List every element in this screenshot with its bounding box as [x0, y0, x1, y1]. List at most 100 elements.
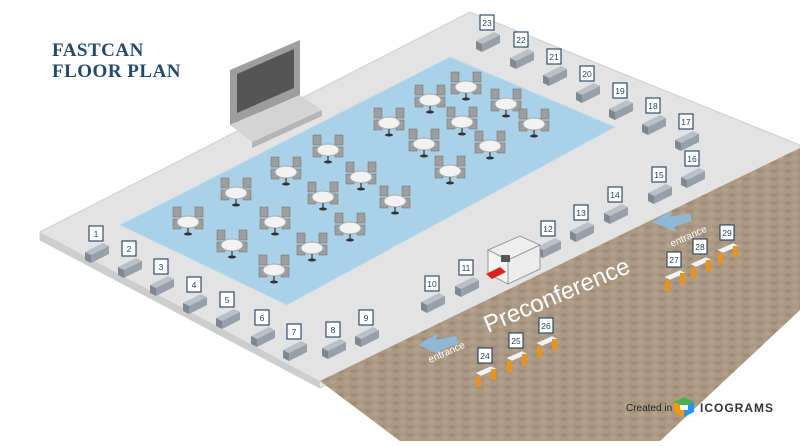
booth-22[interactable]: 22	[510, 31, 534, 69]
round-table	[345, 161, 377, 191]
booth-24[interactable]: 24	[474, 347, 498, 387]
booth-5[interactable]: 5	[216, 291, 240, 329]
chair	[307, 181, 317, 193]
table-top	[412, 137, 436, 151]
table-top	[454, 80, 478, 94]
table-top	[224, 186, 248, 200]
chair	[408, 128, 418, 140]
booth-number: 12	[543, 224, 553, 234]
booth-11[interactable]: 11	[455, 259, 479, 297]
booth-17[interactable]: 17	[675, 113, 699, 151]
booth-10[interactable]: 10	[421, 275, 445, 313]
chair	[373, 107, 383, 119]
booth-8[interactable]: 8	[322, 321, 346, 359]
booth-9[interactable]: 9	[355, 309, 379, 347]
booth-sign	[538, 317, 554, 334]
booth-7[interactable]: 7	[283, 323, 307, 361]
chair	[334, 212, 344, 224]
table-top	[176, 215, 200, 229]
booth-21[interactable]: 21	[543, 48, 567, 86]
booth-1[interactable]: 1	[85, 225, 109, 263]
chair	[242, 177, 252, 189]
booth-number: 10	[427, 279, 437, 289]
chair	[292, 156, 302, 168]
booth-number: 6	[260, 313, 265, 323]
chair	[434, 155, 444, 167]
table-top	[438, 164, 462, 178]
booth-number: 22	[516, 35, 526, 45]
booth-number: 8	[331, 325, 336, 335]
booth-13[interactable]: 13	[570, 204, 594, 242]
booth-20[interactable]: 20	[576, 65, 600, 103]
chair	[450, 71, 460, 83]
booth-4[interactable]: 4	[183, 276, 207, 314]
booth-sign	[186, 276, 202, 293]
chair	[318, 232, 328, 244]
chair	[367, 161, 377, 173]
booth-23[interactable]: 23	[476, 14, 500, 52]
booth-sign	[358, 309, 374, 326]
round-table	[446, 106, 478, 136]
booth-29[interactable]: 29	[716, 224, 740, 264]
round-table	[334, 212, 366, 242]
table-top	[263, 215, 287, 229]
round-table	[379, 185, 411, 215]
chair	[512, 88, 522, 100]
table-top	[478, 139, 502, 153]
booth-sign	[458, 259, 474, 276]
entrance-arrow-bottom	[418, 333, 458, 355]
icograms-brand-label[interactable]: ICOGRAMS	[700, 401, 774, 415]
booth-2[interactable]: 2	[118, 240, 142, 278]
chair	[468, 106, 478, 118]
icograms-logo-icon[interactable]	[673, 396, 695, 418]
booth-number: 2	[127, 244, 132, 254]
booth-number: 15	[654, 170, 664, 180]
booth-number: 21	[549, 52, 559, 62]
chair	[259, 206, 269, 218]
booth-number: 3	[159, 262, 164, 272]
table-top	[418, 93, 442, 107]
booth-sign	[88, 225, 104, 242]
booth-28[interactable]: 28	[689, 238, 713, 278]
round-table	[216, 229, 248, 259]
booth-16[interactable]: 16	[681, 150, 705, 188]
booth-12[interactable]: 12	[537, 220, 561, 258]
registration-booth[interactable]	[486, 235, 542, 285]
booth-15[interactable]: 15	[648, 166, 672, 204]
chair	[430, 128, 440, 140]
table-top	[262, 263, 286, 277]
chair	[395, 107, 405, 119]
booth-sign	[513, 31, 529, 48]
booth-sign	[678, 113, 694, 130]
table-top	[300, 241, 324, 255]
main-floor-edge	[40, 232, 320, 388]
booth-14[interactable]: 14	[604, 186, 628, 224]
booth-26[interactable]: 26	[535, 317, 559, 357]
booth-25[interactable]: 25	[505, 332, 529, 372]
booth-19[interactable]: 19	[609, 82, 633, 120]
booth-18[interactable]: 18	[642, 97, 666, 135]
booth-number: 4	[192, 280, 197, 290]
booth-sign	[508, 332, 524, 349]
booth-sign	[219, 291, 235, 308]
entrance-arrow-right	[652, 210, 692, 232]
chair	[401, 185, 411, 197]
table-top	[450, 115, 474, 129]
booth-number: 25	[511, 336, 521, 346]
round-table	[414, 84, 446, 114]
booth-3[interactable]: 3	[150, 258, 174, 296]
booth-sign	[573, 204, 589, 221]
booth-sign	[579, 65, 595, 82]
table-top	[220, 238, 244, 252]
chair	[238, 229, 248, 241]
created-in-label: Created in	[626, 403, 673, 414]
table-top	[316, 143, 340, 157]
booth-sign	[612, 82, 628, 99]
chair	[216, 229, 226, 241]
chair	[356, 212, 366, 224]
booth-27[interactable]: 27	[663, 251, 687, 291]
booth-6[interactable]: 6	[251, 309, 275, 347]
booth-sign	[719, 224, 735, 241]
